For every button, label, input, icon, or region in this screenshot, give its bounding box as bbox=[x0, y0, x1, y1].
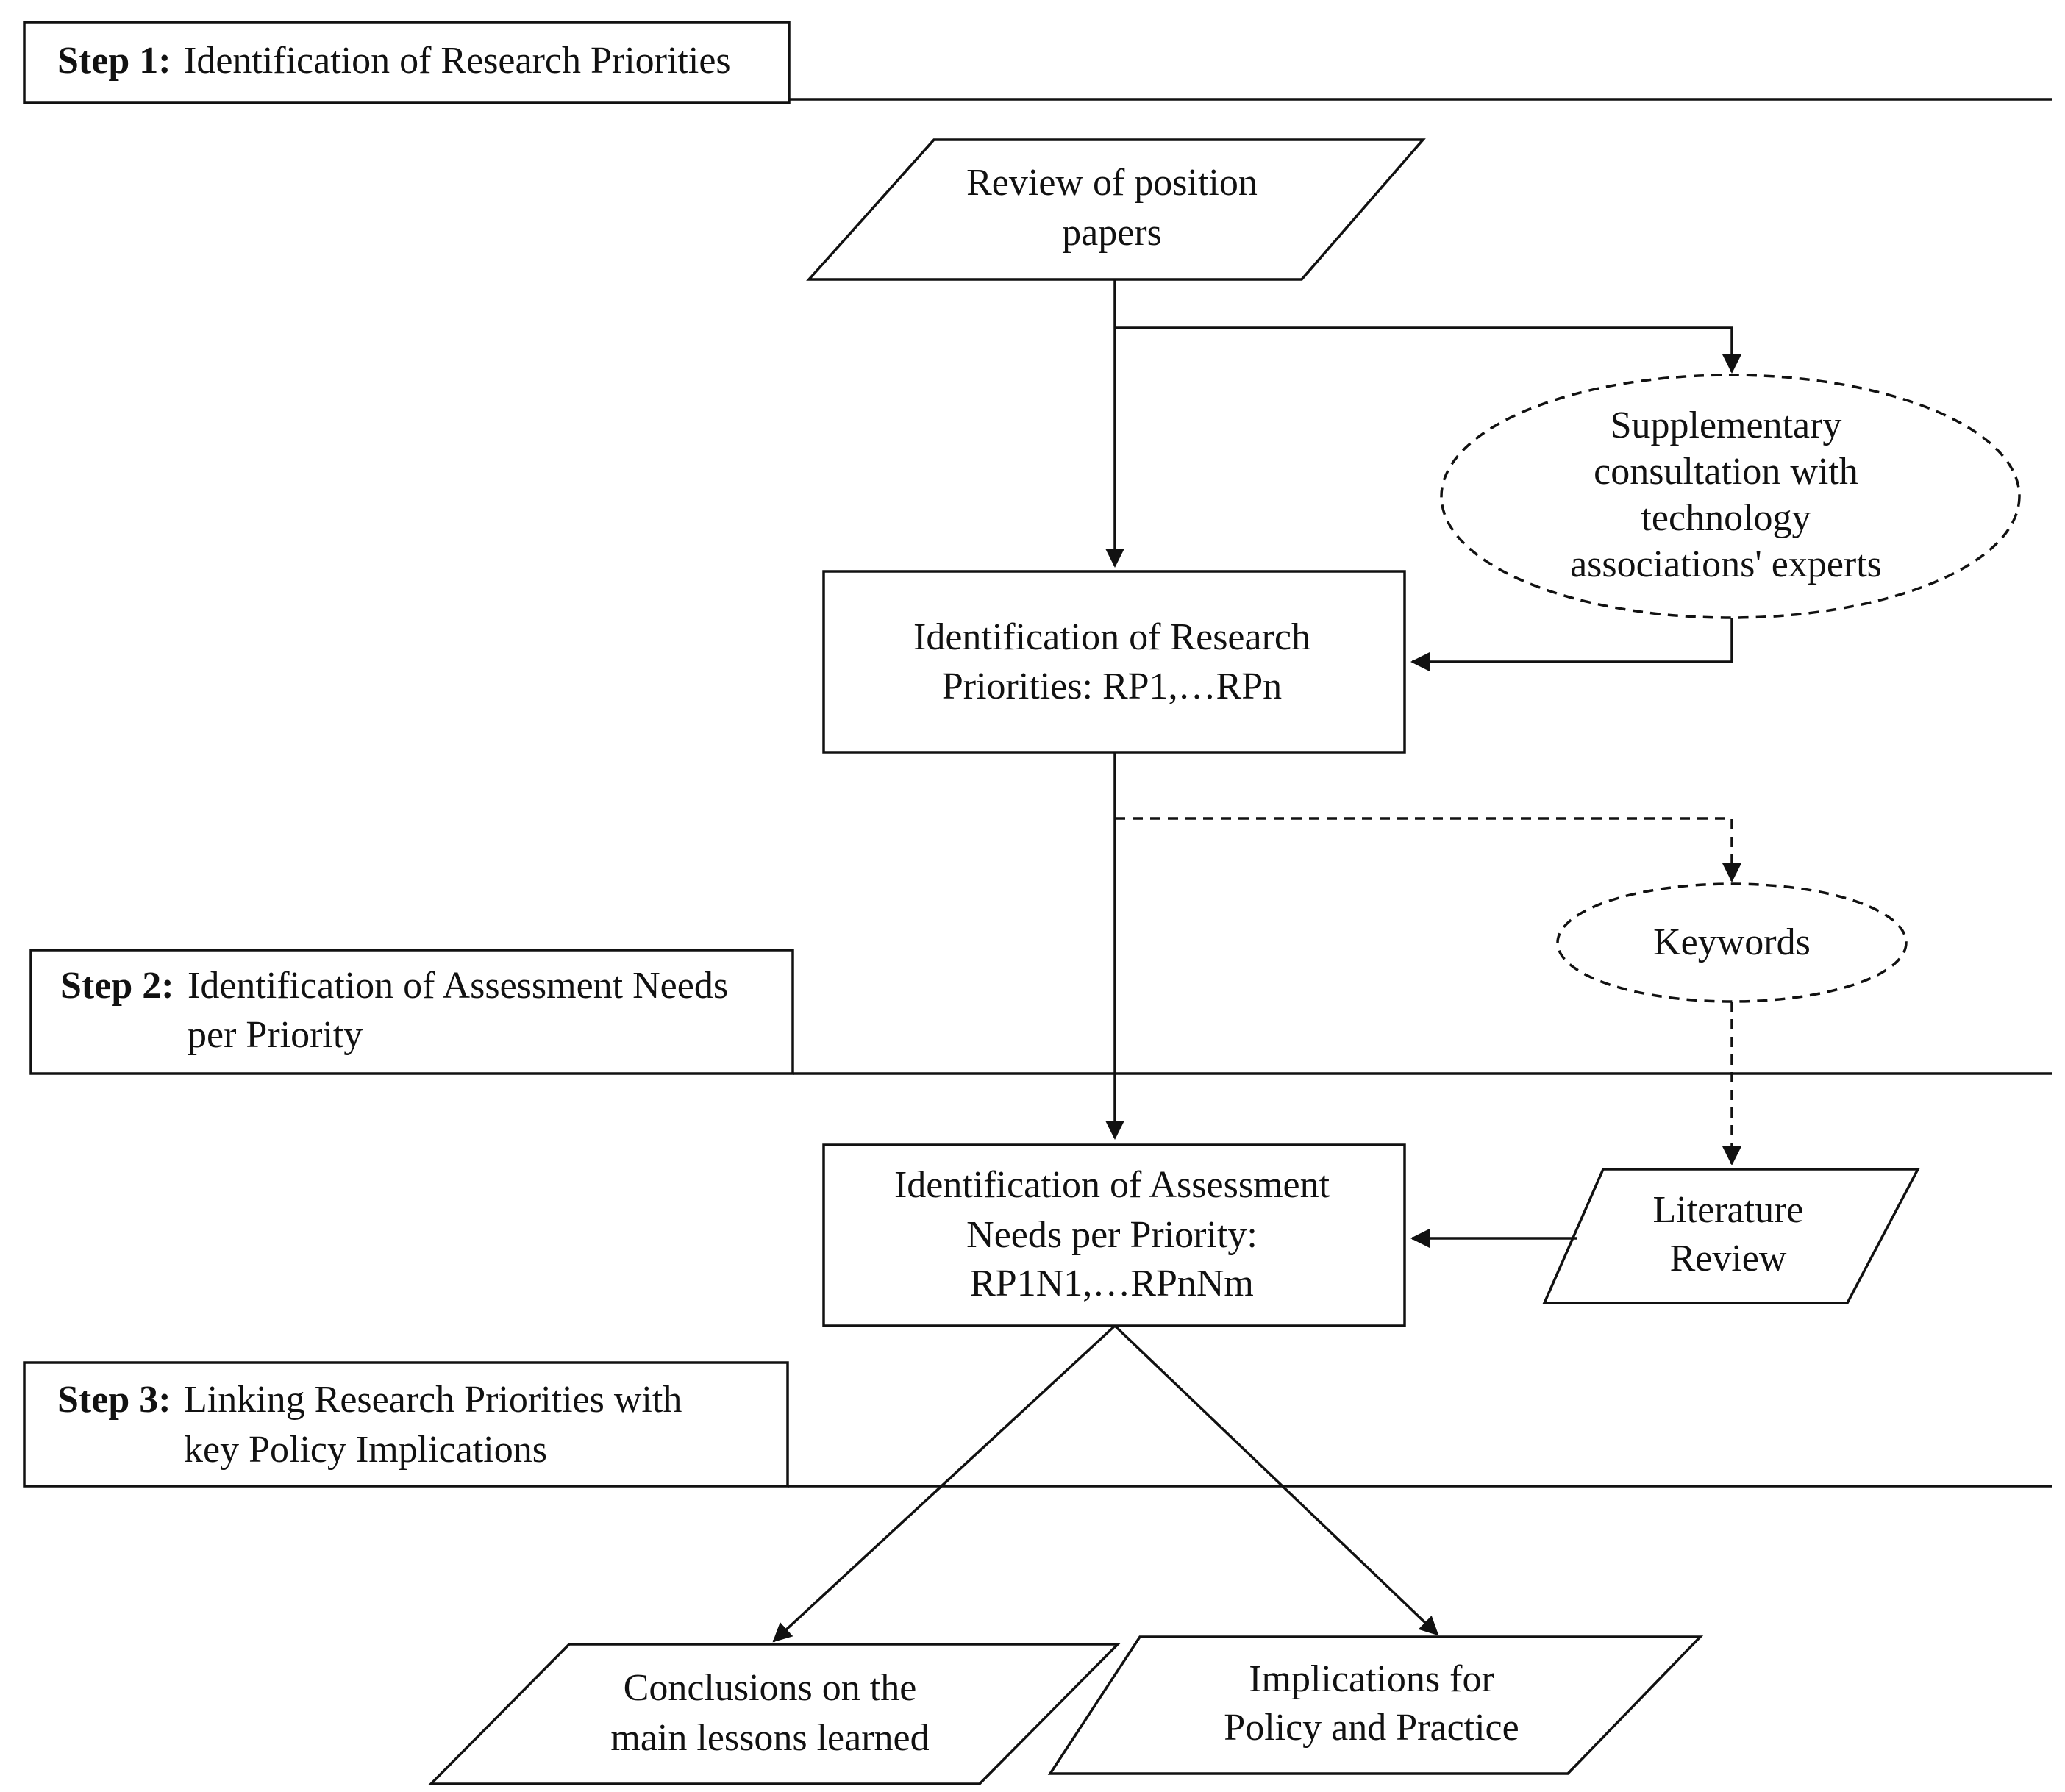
step-2-label: Step 2: bbox=[60, 965, 174, 1007]
supplementary-consultation-line-1: Supplementary bbox=[1611, 404, 1842, 446]
identification-assessment-needs-shape bbox=[822, 1143, 1406, 1327]
conclusions-shape bbox=[427, 1643, 1121, 1785]
step-1-box bbox=[23, 21, 791, 104]
arrow-consultation-to-research-priorities bbox=[1410, 618, 1733, 671]
keywords-label: Keywords bbox=[1653, 921, 1811, 963]
implications-shape bbox=[1047, 1635, 1704, 1775]
identification-assessment-needs-line-1: Identification of Assessment bbox=[894, 1164, 1330, 1206]
conclusions-line-2: main lessons learned bbox=[610, 1717, 929, 1759]
identification-research-priorities-line-2: Priorities: RP1,…RPn bbox=[942, 665, 1282, 707]
step-3-header: Step 3: Linking Research Priorities with… bbox=[23, 1361, 2052, 1488]
step-2-title-line-2: per Priority bbox=[188, 1014, 363, 1056]
literature-review-line-2: Review bbox=[1670, 1238, 1787, 1279]
step-3-label: Step 3: bbox=[57, 1379, 171, 1421]
identification-research-priorities-line-1: Identification of Research bbox=[913, 616, 1310, 658]
review-position-papers-shape bbox=[806, 138, 1426, 281]
identification-research-priorities-node: Identification of Research Priorities: R… bbox=[822, 570, 1406, 754]
literature-review-shape bbox=[1542, 1168, 1920, 1304]
step-3-title-line-1: Linking Research Priorities with bbox=[184, 1379, 682, 1421]
implications-line-2: Policy and Practice bbox=[1224, 1707, 1519, 1749]
step-3-title-line-2: key Policy Implications bbox=[184, 1429, 547, 1471]
literature-review-line-1: Literature bbox=[1653, 1189, 1804, 1231]
supplementary-consultation-line-4: associations' experts bbox=[1570, 543, 1882, 585]
implications-line-1: Implications for bbox=[1249, 1658, 1494, 1700]
conclusions-node: Conclusions on the main lessons learned bbox=[427, 1643, 1121, 1785]
identification-assessment-needs-line-2: Needs per Priority: bbox=[966, 1214, 1258, 1256]
arrow-research-priorities-to-keywords bbox=[1115, 817, 1741, 882]
supplementary-consultation-node: Supplementary consultation with technolo… bbox=[1440, 374, 2021, 619]
supplementary-consultation-line-2: consultation with bbox=[1594, 451, 1858, 493]
step-1-label: Step 1: bbox=[57, 40, 171, 82]
review-position-papers-node: Review of position papers bbox=[806, 138, 1426, 281]
step-1-title: Identification of Research Priorities bbox=[184, 40, 731, 82]
identification-research-priorities-shape bbox=[822, 570, 1406, 754]
arrow-assessment-needs-to-implications bbox=[1113, 1324, 1439, 1636]
step-2-box bbox=[29, 949, 794, 1075]
review-position-papers-line-2: papers bbox=[1062, 212, 1162, 254]
keywords-node: Keywords bbox=[1556, 882, 1908, 1003]
step-2-header: Step 2: Identification of Assessment Nee… bbox=[29, 949, 2052, 1075]
step-2-title-line-1: Identification of Assessment Needs bbox=[188, 965, 728, 1007]
identification-assessment-needs-line-3: RP1N1,…RPnNm bbox=[970, 1263, 1254, 1304]
step-3-box bbox=[23, 1361, 789, 1488]
arrow-review-to-consultation bbox=[1115, 326, 1741, 374]
arrow-assessment-needs-to-conclusions bbox=[772, 1324, 1116, 1643]
review-position-papers-line-1: Review of position bbox=[966, 162, 1258, 204]
step-1-header: Step 1: Identification of Research Prior… bbox=[23, 21, 2052, 104]
implications-node: Implications for Policy and Practice bbox=[1047, 1635, 1704, 1775]
literature-review-node: Literature Review bbox=[1542, 1168, 1920, 1304]
supplementary-consultation-line-3: technology bbox=[1641, 497, 1811, 539]
supplementary-consultation-shape bbox=[1440, 374, 2021, 619]
conclusions-line-1: Conclusions on the bbox=[624, 1667, 917, 1709]
identification-assessment-needs-node: Identification of Assessment Needs per P… bbox=[822, 1143, 1406, 1327]
